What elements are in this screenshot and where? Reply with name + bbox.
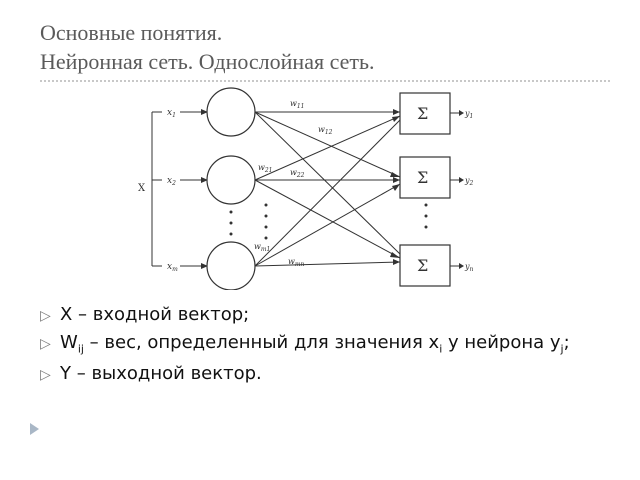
definition-text: Y – выходной вектор. <box>60 363 262 384</box>
neural-network-diagram: X x1 x2 xm w11 w12 w21 w22 wm1 wmn <box>138 87 474 290</box>
input-label-m-text: x <box>167 262 172 272</box>
text-run: ; <box>563 332 570 353</box>
definition-list: ▷ X – входной вектор; ▷ Wij – вес, опред… <box>40 304 630 391</box>
input-label-2: x2 <box>167 176 176 187</box>
text-run: W <box>60 332 78 353</box>
input-label-m-sub: m <box>172 266 178 273</box>
weight-ellipsis-dot-4 <box>264 236 268 240</box>
connection-1-2 <box>254 111 401 178</box>
input-arrowhead-m <box>201 263 208 269</box>
weight-label-m1: wm1 <box>254 242 270 253</box>
neuron-ellipsis-dot-2 <box>229 221 233 225</box>
slide-title-line-1: Основные понятия. <box>40 20 223 45</box>
definition-text: Wij – вес, определенный для значения xi … <box>60 332 570 356</box>
weight-ellipsis-dot-2 <box>264 214 268 218</box>
output-ellipsis-dot-2 <box>424 214 428 218</box>
arrowhead-1-1 <box>393 109 400 115</box>
connection-1-n <box>254 111 401 255</box>
output-ellipsis-dot-3 <box>424 225 428 229</box>
arrowhead-2-2 <box>393 177 400 183</box>
input-label-2-text: x <box>167 176 172 186</box>
input-arrowhead-2 <box>201 177 208 183</box>
input-neuron-2 <box>206 155 256 205</box>
definition-item: ▷ Wij – вес, определенный для значения x… <box>40 332 630 356</box>
text-run: Y – выходной вектор. <box>60 362 262 384</box>
input-vector-label: X <box>138 183 146 194</box>
neuron-ellipsis-dot-1 <box>229 210 233 214</box>
subscript: ij <box>77 342 84 356</box>
weight-label-mn: wmn <box>288 257 305 268</box>
arrowhead-1-2 <box>390 172 400 177</box>
output-label-2: y2 <box>464 176 474 187</box>
input-label-1: x1 <box>167 108 176 119</box>
arrowhead-2-n <box>390 252 400 258</box>
arrowhead-m-n <box>393 259 400 265</box>
input-neuron-1 <box>206 87 256 137</box>
definition-text: X – входной вектор; <box>60 304 249 325</box>
weight-label-22: w22 <box>290 168 305 179</box>
weight-ellipsis-dot-3 <box>264 225 268 229</box>
summation-symbol-n: Σ <box>417 256 428 275</box>
slide-nav-arrow-icon[interactable] <box>30 423 39 435</box>
input-label-1-sub: 1 <box>172 112 176 119</box>
title-divider <box>40 80 610 82</box>
subscript: i <box>439 342 443 356</box>
arrowhead-2-1 <box>392 116 400 122</box>
connection-2-1 <box>254 115 401 181</box>
weight-label-21: w21 <box>258 163 273 174</box>
output-label-n: yn <box>464 262 474 273</box>
weight-ellipsis-dot-1 <box>264 203 268 207</box>
slide-title: Основные понятия. Нейронная сеть. Односл… <box>40 18 620 76</box>
input-label-m: xm <box>167 262 178 273</box>
neuron-ellipsis-dot-3 <box>229 232 233 236</box>
bullet-triangle-icon: ▷ <box>40 308 51 324</box>
definition-item: ▷ X – входной вектор; <box>40 304 630 325</box>
weight-label-12: w12 <box>318 125 333 136</box>
output-arrowhead-2 <box>459 177 464 183</box>
input-arrowhead-1 <box>201 109 208 115</box>
input-label-1-text: x <box>167 108 172 118</box>
text-run: – вес, определенный для значения x <box>83 332 440 353</box>
weight-label-11: w11 <box>290 99 305 110</box>
connection-m-n <box>254 261 401 267</box>
summation-unit-2 <box>399 156 451 199</box>
output-ellipsis-dot-1 <box>424 203 428 207</box>
output-arrowhead-1 <box>459 110 464 116</box>
output-label-1: y1 <box>464 109 473 120</box>
definition-item: ▷ Y – выходной вектор. <box>40 363 630 384</box>
output-arrowhead-n <box>459 263 464 269</box>
input-label-2-sub: 2 <box>171 180 176 187</box>
subscript: j <box>560 342 564 356</box>
connection-m-1 <box>254 119 401 267</box>
text-run: X – входной вектор; <box>60 304 250 325</box>
arrowhead-m-2 <box>392 184 400 191</box>
text-run: у нейрона y <box>442 332 561 353</box>
slide-title-line-2: Нейронная сеть. Однослойная сеть. <box>40 49 375 74</box>
connection-m-2 <box>254 183 401 267</box>
input-neuron-m <box>206 241 256 290</box>
summation-symbol-2: Σ <box>417 168 428 187</box>
bullet-triangle-icon: ▷ <box>40 366 51 383</box>
connection-2-n <box>254 179 401 259</box>
bullet-triangle-icon: ▷ <box>40 336 51 352</box>
summation-symbol-1: Σ <box>417 104 428 123</box>
